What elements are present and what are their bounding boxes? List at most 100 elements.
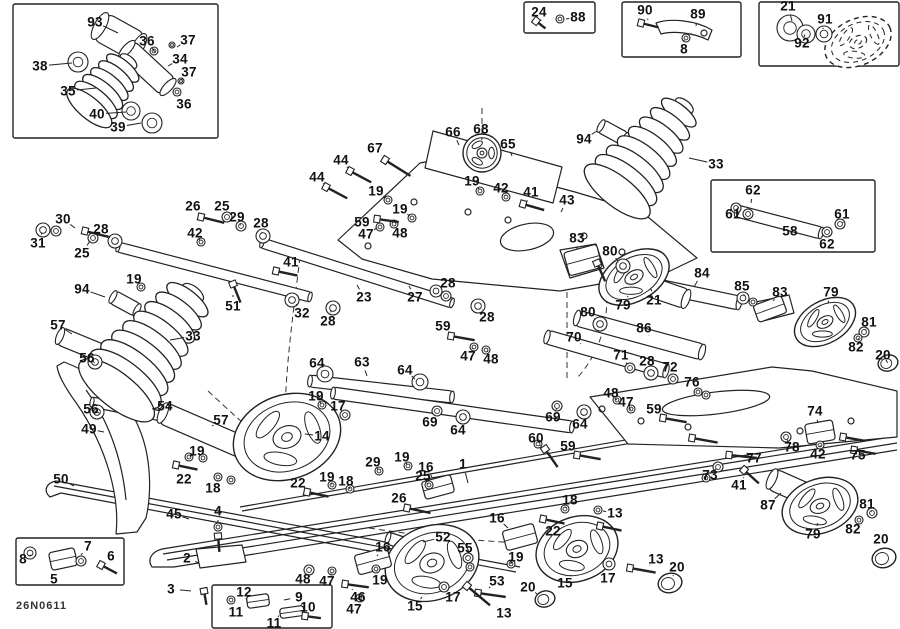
washer (551, 400, 563, 412)
leader-line (602, 510, 607, 513)
idler-wheel (232, 392, 342, 482)
bolt (196, 212, 225, 224)
washer (87, 354, 103, 370)
leader-line (827, 300, 830, 304)
washer (374, 466, 384, 476)
leader-line (615, 257, 619, 262)
washer (560, 504, 570, 514)
diagram-code: 26N0611 (16, 600, 68, 612)
leader-line (411, 375, 416, 380)
leader-line (323, 183, 325, 185)
bolt (738, 464, 760, 485)
leader-line (688, 157, 708, 163)
washer (834, 218, 846, 230)
washer (602, 557, 616, 571)
leader-line (789, 14, 793, 22)
leader-line (510, 152, 513, 157)
bolt (372, 214, 399, 224)
slider-block (48, 547, 78, 571)
bolt (402, 503, 431, 515)
bolt (379, 154, 412, 177)
leader-line (169, 337, 185, 341)
washer (50, 225, 62, 237)
washer (75, 555, 87, 567)
leader-line (126, 122, 142, 126)
washer (612, 395, 622, 405)
slider-block (246, 593, 270, 609)
washer (470, 298, 486, 314)
leader-line (195, 561, 200, 564)
washer (624, 362, 636, 374)
leader-line (295, 303, 298, 306)
washer (615, 258, 631, 274)
washer (465, 562, 475, 572)
washer (748, 297, 758, 307)
leader-line (405, 462, 408, 465)
bolt (300, 611, 322, 621)
washer (168, 41, 176, 49)
bolt (625, 563, 656, 574)
washer (213, 472, 223, 482)
leader-line (167, 63, 173, 67)
bolt (344, 165, 372, 184)
leader-line (614, 397, 618, 401)
washer (462, 552, 474, 564)
washer (712, 461, 724, 473)
washer (815, 440, 825, 450)
bolt (302, 487, 329, 498)
slider-block (753, 295, 787, 323)
bolt (518, 199, 545, 212)
leader-line (695, 22, 698, 27)
washer (177, 77, 185, 85)
leader-line (650, 288, 653, 292)
washer (481, 345, 491, 355)
leader-line (503, 523, 509, 529)
washer (858, 326, 870, 338)
washer (693, 387, 703, 397)
bolt (80, 226, 109, 238)
leader-line (693, 280, 698, 288)
leader-line (179, 589, 192, 592)
idler-wheel (793, 296, 857, 348)
bolt (591, 258, 607, 282)
leader-line (376, 554, 379, 557)
leader-line (456, 139, 460, 146)
slider-block (502, 523, 538, 551)
washer (854, 515, 864, 525)
bolt (213, 532, 223, 553)
bolt (199, 586, 209, 605)
washer (796, 24, 816, 44)
leader-line (486, 350, 489, 353)
leader-line (591, 130, 598, 135)
leader-line (714, 468, 717, 471)
washer (327, 566, 337, 576)
washer (730, 202, 742, 214)
leader-line (373, 227, 378, 231)
washer (626, 404, 636, 414)
leader-line (80, 552, 83, 556)
washer (411, 373, 429, 391)
rail-front-bracket (195, 544, 247, 569)
slider-block (354, 547, 392, 575)
washer (469, 342, 479, 352)
coil-spring (78, 281, 209, 423)
slider-block (563, 244, 603, 276)
washer (375, 222, 385, 232)
inset-plate (655, 19, 713, 41)
end-cap (871, 547, 897, 569)
leader-line (304, 433, 314, 436)
end-cap (877, 354, 899, 372)
leader-line (189, 454, 193, 458)
coil-spring (66, 53, 140, 129)
washer (815, 25, 833, 43)
end-cap (657, 572, 683, 594)
washer (213, 522, 223, 532)
washer (429, 284, 443, 298)
bolt (530, 15, 547, 30)
washer (593, 505, 603, 515)
leader-line (570, 574, 572, 577)
washer (866, 507, 878, 519)
leader-line (420, 596, 423, 600)
